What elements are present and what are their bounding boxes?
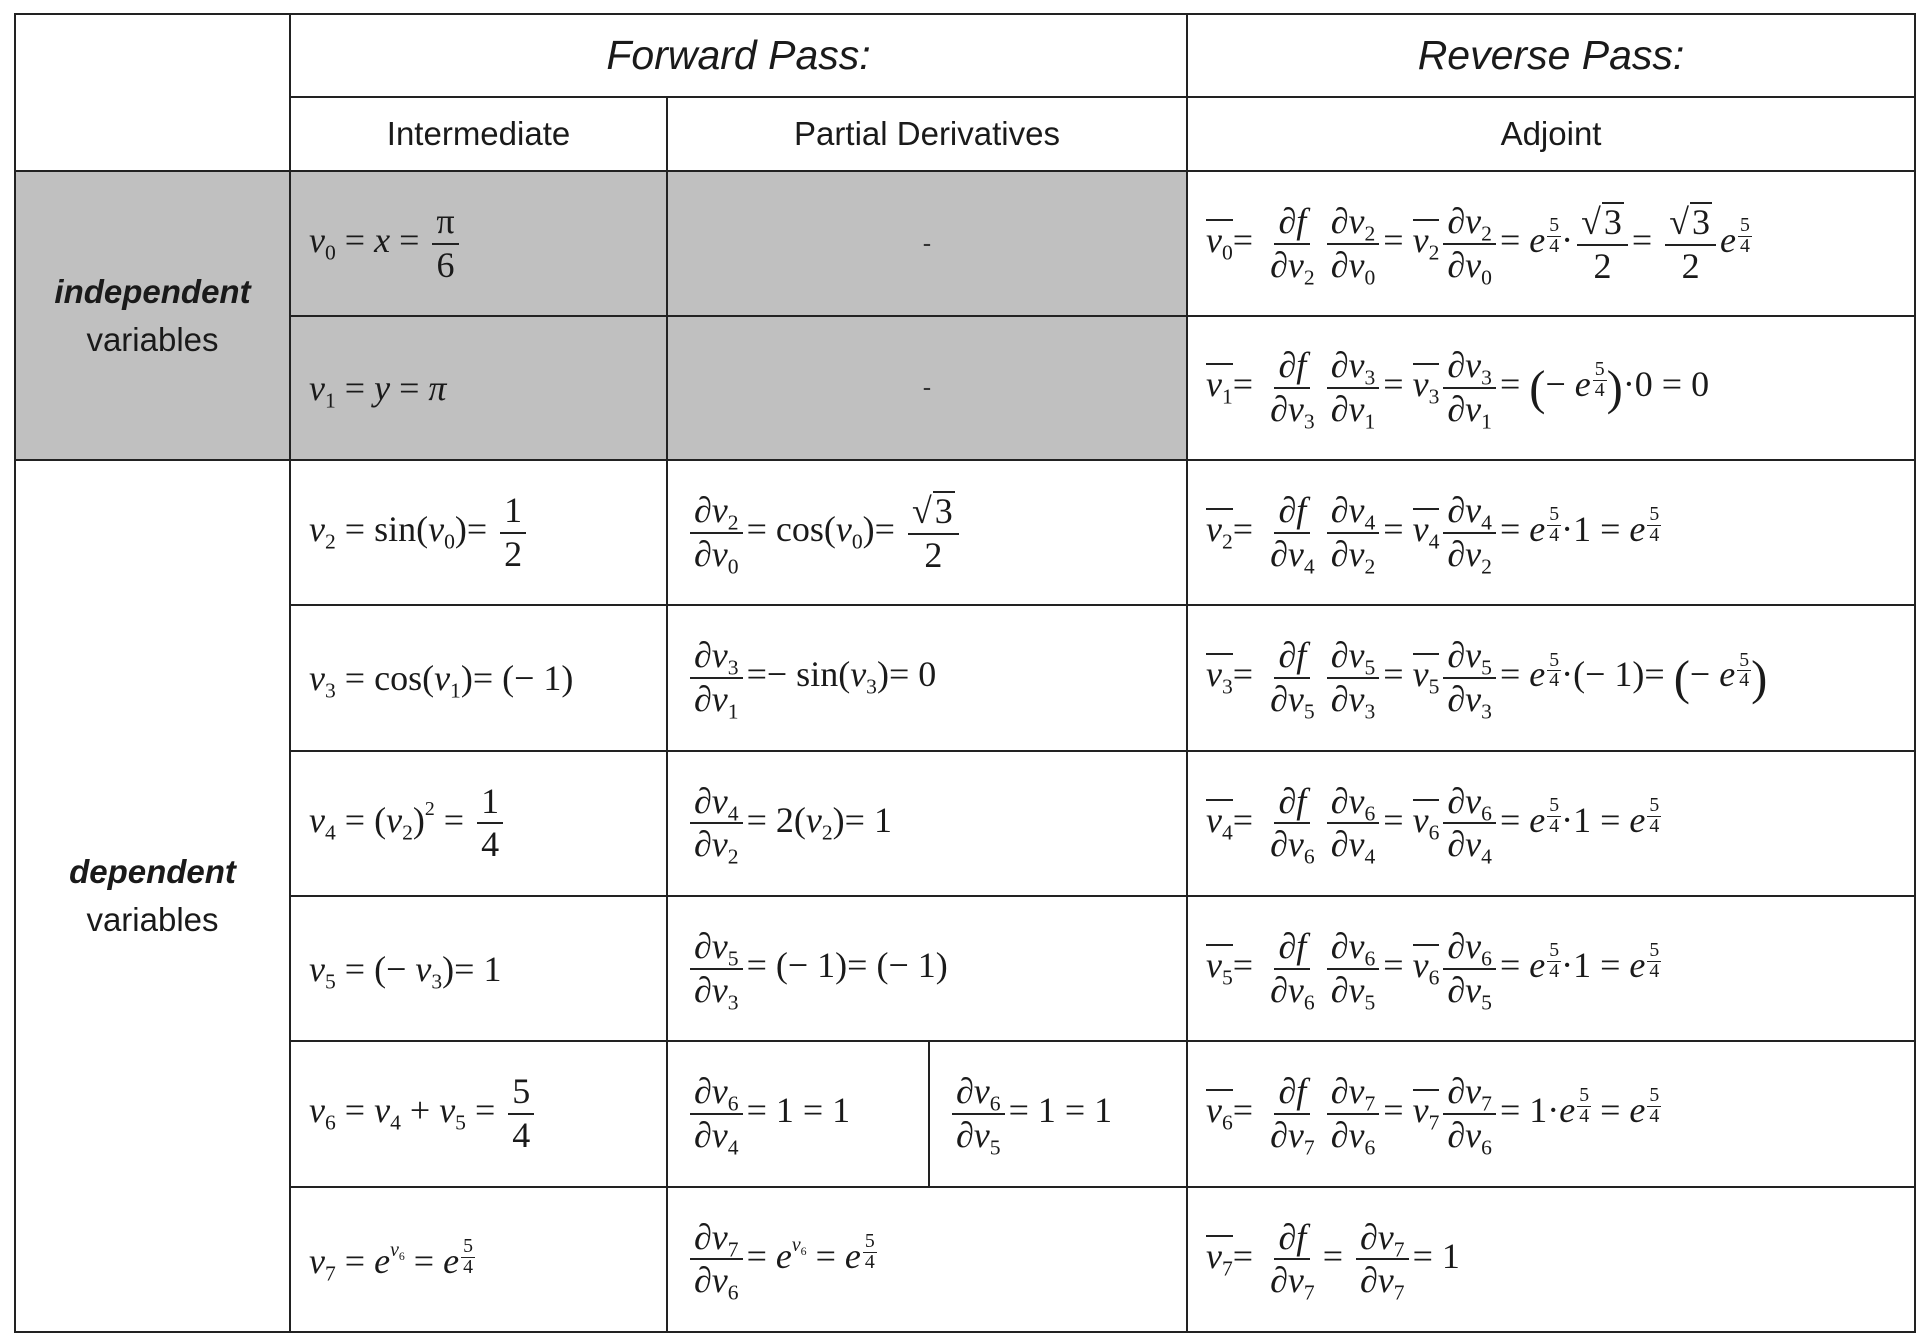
independent-word: independent bbox=[54, 272, 251, 310]
reverse-pass-header: Reverse Pass: bbox=[1186, 13, 1917, 98]
partial-v3: ∂v3∂v1=− sin(v3)= 0 bbox=[665, 604, 1189, 752]
adjoint-header: Adjoint bbox=[1186, 95, 1917, 173]
intermediate-v3: v3 = cos(v1)= (− 1) bbox=[289, 604, 668, 752]
partial-v6-v4: ∂v6∂v4= 1 = 1 bbox=[666, 1040, 930, 1188]
forward-pass-header: Forward Pass: bbox=[288, 13, 1189, 98]
independent-variables-word: variables bbox=[86, 320, 219, 358]
partial-v5: ∂v5∂v3= (− 1)= (− 1) bbox=[665, 894, 1189, 1043]
forward-reverse-pass-table: Forward Pass: Reverse Pass: Intermediate… bbox=[14, 12, 1917, 1334]
intermediate-v5: v5 = (− v3)= 1 bbox=[289, 894, 668, 1043]
intermediate-v1: v1 = y = π bbox=[289, 314, 668, 462]
intermediate-header: Intermediate bbox=[289, 95, 668, 173]
partial-derivatives-header: Partial Derivatives bbox=[665, 95, 1189, 173]
corner-cell bbox=[14, 12, 291, 173]
dependent-word: dependent bbox=[69, 853, 236, 891]
partial-v0: - bbox=[665, 170, 1189, 317]
partial-v4: ∂v4∂v2= 2(v2)= 1 bbox=[665, 749, 1189, 897]
dependent-variables-word: variables bbox=[86, 901, 219, 939]
dependent-variables-label: dependent variables bbox=[14, 459, 291, 1333]
partial-v1: - bbox=[665, 314, 1189, 462]
independent-variables-label: independent variables bbox=[14, 170, 291, 462]
partial-v6-v5: ∂v6∂v5= 1 = 1 bbox=[927, 1040, 1189, 1188]
adjoint-v7: v7= ∂f∂v7= ∂v7∂v7= 1 bbox=[1186, 1185, 1917, 1334]
